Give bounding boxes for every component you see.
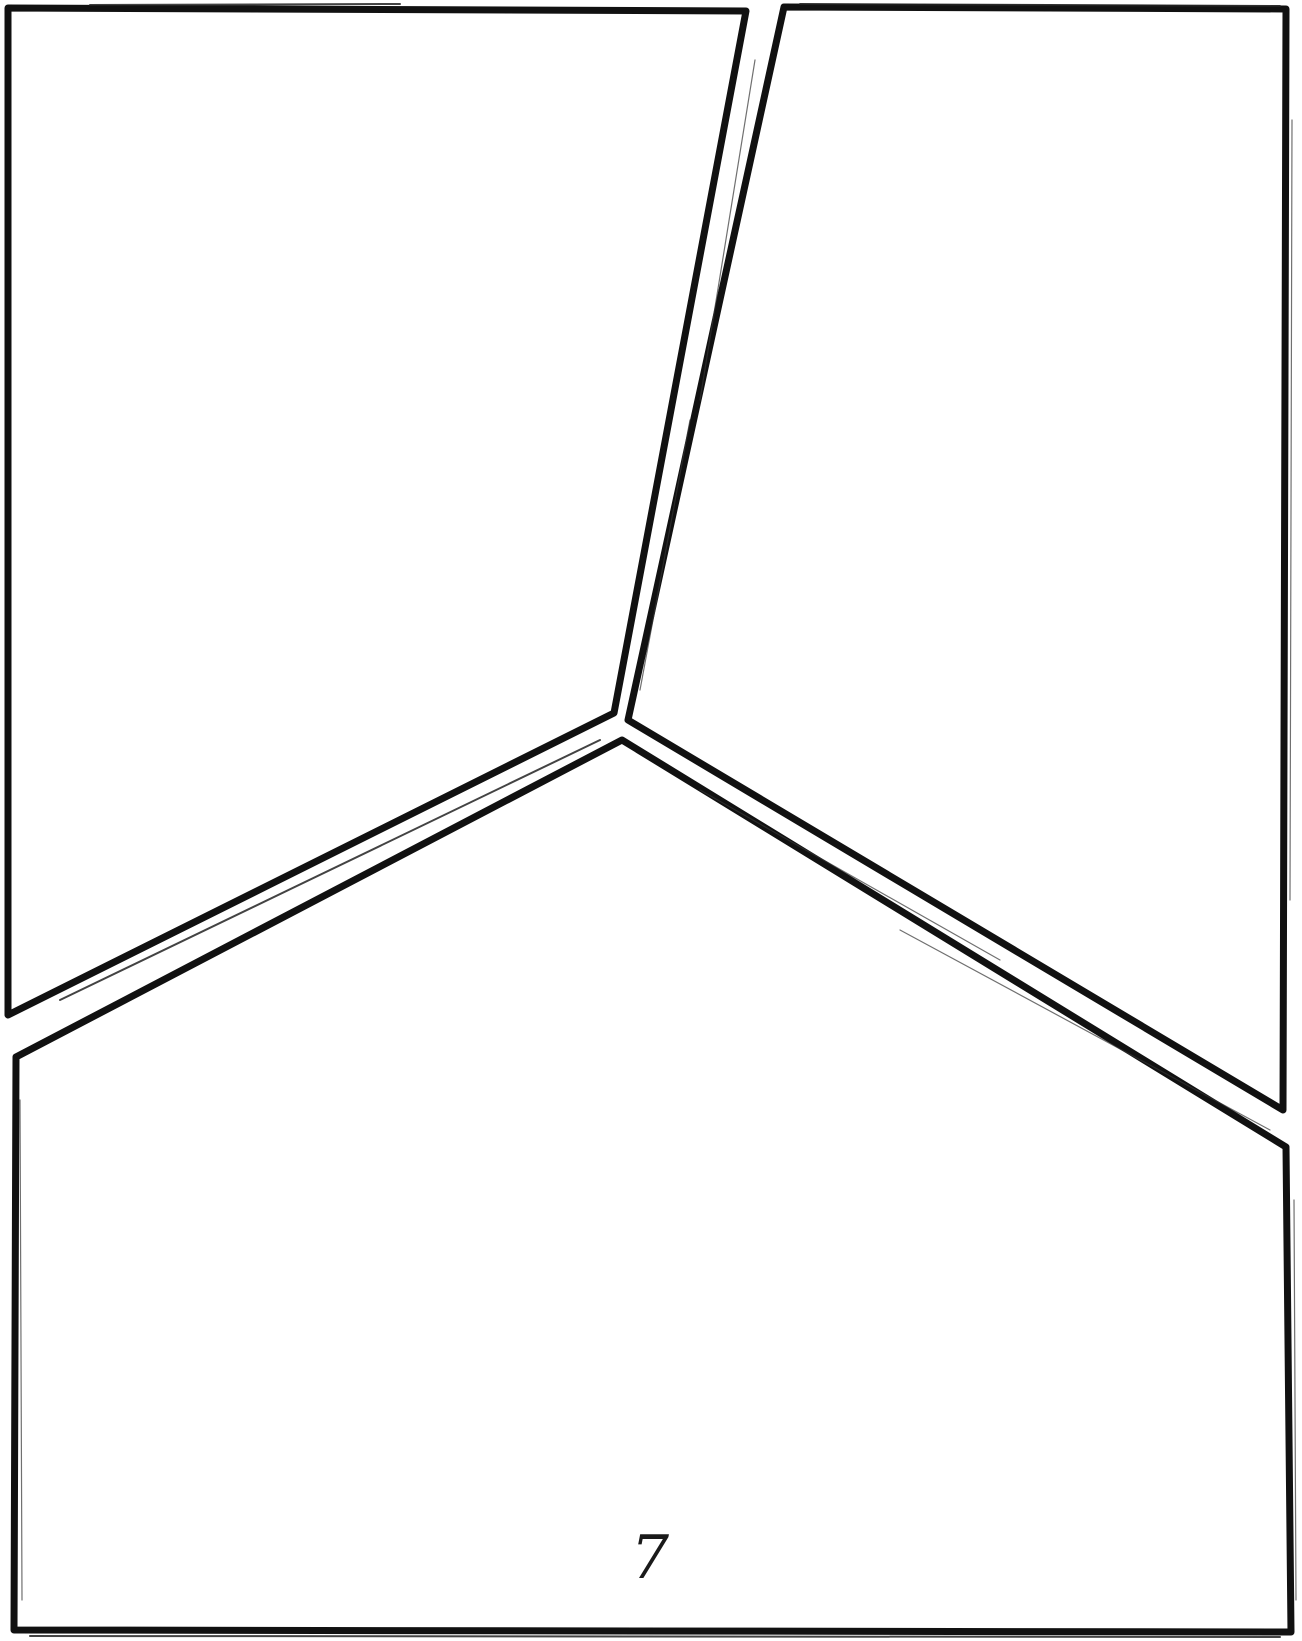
page-number: 7 [630, 1523, 670, 1593]
bottom-panel [10, 736, 1295, 1636]
top-right-panel [624, 3, 1290, 1114]
sketch-marks [19, 3, 1297, 1638]
top-left-panel [4, 4, 750, 1019]
